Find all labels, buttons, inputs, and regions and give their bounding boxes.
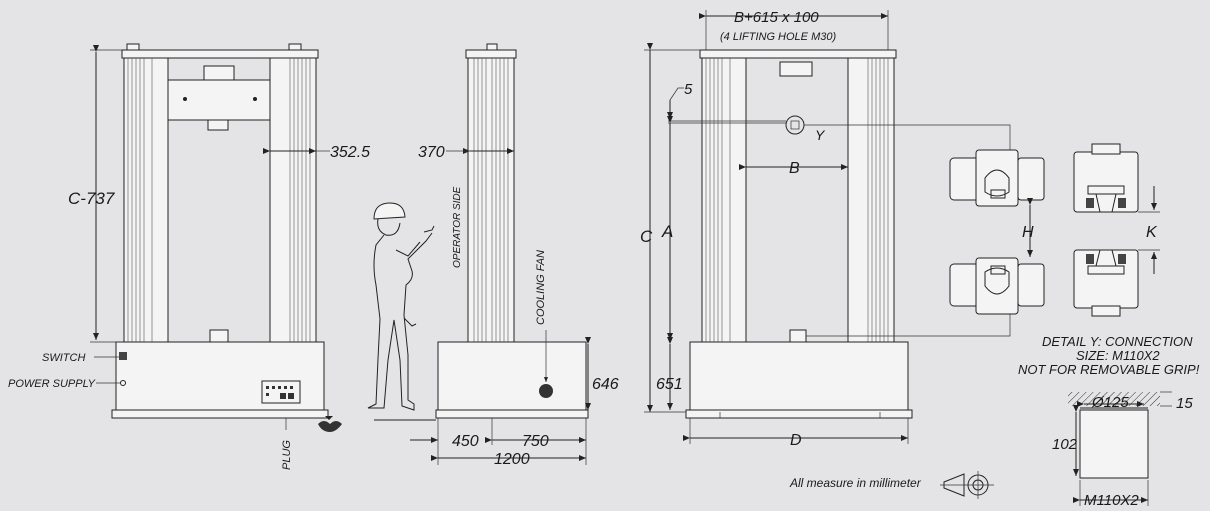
dim-label-m110: M110X2 (1084, 492, 1139, 509)
detail-y-label: Y (815, 127, 826, 143)
front-control-panel (261, 380, 301, 404)
side-lift-lug (486, 43, 498, 51)
dim-label-646: 646 (592, 376, 619, 393)
side-view: COOLING FAN OPERATOR SIDE 370 646 450 75… (410, 43, 619, 468)
dim-label-370: 370 (418, 144, 445, 161)
plug-label: PLUG (281, 440, 293, 470)
dim-label-651: 651 (656, 376, 683, 393)
grip-side-upper (1073, 143, 1139, 213)
side-column (467, 57, 515, 343)
grips-group: H K (949, 143, 1160, 317)
front-lower-adapter (209, 329, 229, 343)
right-top-plate (699, 49, 897, 59)
dim-label-k: K (1146, 224, 1158, 241)
detail-line-2: SIZE: M110X2 (1076, 348, 1160, 363)
dim-label-a: A (661, 222, 673, 241)
detail-line-3: NOT FOR REMOVABLE GRIP! (1018, 362, 1200, 377)
dim-label-h: H (1022, 224, 1034, 241)
dim-label-5: 5 (684, 81, 693, 98)
right-base (689, 341, 909, 413)
units-note: All measure in millimeter (789, 476, 922, 490)
detail-y: DETAIL Y: CONNECTION SIZE: M110X2 NOT FO… (1018, 334, 1200, 509)
front-panel-buttons (266, 386, 294, 399)
dim-label-352: 352.5 (330, 144, 370, 161)
side-top-plate (465, 49, 517, 59)
dim-label-c: C (640, 227, 653, 246)
dim-label-15: 15 (1176, 395, 1193, 412)
cooling-fan-label: COOLING FAN (535, 250, 547, 325)
detail-thread-stub (1079, 409, 1149, 479)
dim-label-d: D (790, 432, 802, 449)
right-column-left (701, 57, 747, 343)
right-load-cell (779, 61, 813, 77)
switch-label: SWITCH (42, 352, 85, 364)
right-lower-adapter (789, 329, 807, 343)
front-switch[interactable] (119, 352, 127, 360)
grip-front-lower (949, 257, 1045, 315)
dim-label-dia125: Ø125 (1091, 394, 1129, 411)
grip-front-upper (949, 149, 1045, 207)
side-base (437, 341, 587, 413)
dim-label-450: 450 (452, 433, 479, 450)
front-load-cell (203, 65, 235, 81)
operator-side-label: OPERATOR SIDE (452, 186, 463, 268)
front-column-right (269, 57, 317, 343)
front-upper-adapter (207, 119, 229, 131)
grip-side-lower (1073, 249, 1139, 317)
right-view: Y B+615 x 100 (4 LIFTING HOLE M30) C A 5… (640, 9, 1011, 449)
operator-figure (367, 202, 436, 421)
front-power-socket (120, 380, 126, 386)
front-top-plate (121, 49, 319, 59)
front-column-left (123, 57, 169, 343)
detail-y-marker (785, 115, 805, 135)
front-view: C-737 352.5 SWITCH POWER SUPPLY PLUG (8, 43, 370, 470)
power-supply-label: POWER SUPPLY (8, 378, 96, 390)
dim-label-1200: 1200 (494, 451, 530, 468)
front-lift-lug-left (126, 43, 140, 51)
footer: All measure in millimeter (789, 471, 994, 499)
dim-label-b: B (789, 160, 800, 177)
dim-label-c737: C-737 (68, 189, 115, 208)
front-lift-lug-right (288, 43, 302, 51)
right-column-right (847, 57, 895, 343)
plug-icon (318, 421, 342, 432)
dim-label-102: 102 (1052, 436, 1078, 453)
projection-symbol-icon (940, 471, 994, 499)
cooling-fan-icon (539, 384, 553, 398)
detail-line-1: DETAIL Y: CONNECTION (1042, 334, 1193, 349)
lifting-hole-note: (4 LIFTING HOLE M30) (720, 31, 836, 43)
dim-label-top: B+615 x 100 (734, 9, 819, 26)
right-base-plinth (685, 409, 913, 419)
dim-label-750: 750 (522, 433, 549, 450)
front-base-plinth (111, 409, 329, 419)
side-base-plinth (435, 409, 589, 419)
